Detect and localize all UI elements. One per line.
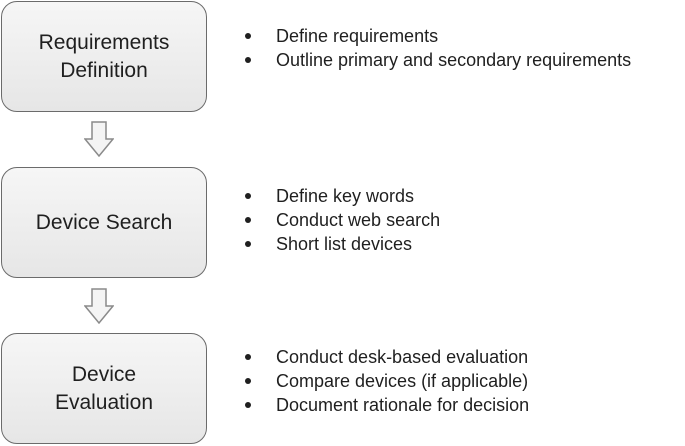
step-bullet-list-device-search: Define key words Conduct web search Shor… (244, 184, 440, 256)
bullet-item: Conduct web search (244, 208, 440, 232)
bullet-item: Conduct desk-based evaluation (244, 345, 529, 369)
bullet-item: Outline primary and secondary requiremen… (244, 48, 631, 72)
bullet-item: Define key words (244, 184, 440, 208)
bullet-item: Compare devices (if applicable) (244, 369, 529, 393)
bullet-item: Short list devices (244, 232, 440, 256)
step-box-device-search: Device Search (1, 167, 207, 278)
down-arrow-icon (84, 121, 114, 157)
bullet-item: Define requirements (244, 24, 631, 48)
step-bullet-list-device-evaluation: Conduct desk-based evaluation Compare de… (244, 345, 529, 417)
step-box-requirements-definition: Requirements Definition (1, 1, 207, 112)
down-arrow-icon (84, 288, 114, 324)
step-box-device-evaluation: Device Evaluation (1, 333, 207, 444)
bullet-item: Document rationale for decision (244, 393, 529, 417)
step-bullet-list-requirements-definition: Define requirements Outline primary and … (244, 24, 631, 72)
